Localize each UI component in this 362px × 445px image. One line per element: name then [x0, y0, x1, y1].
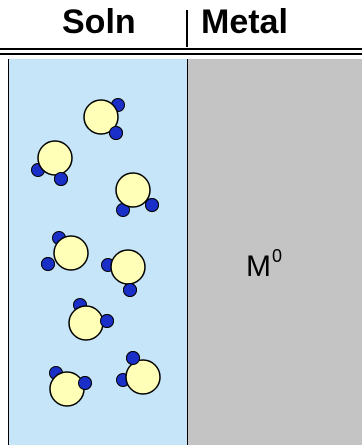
molecule-body — [49, 371, 85, 407]
molecule-atom — [100, 314, 114, 328]
molecule-body — [68, 305, 104, 341]
solvent-molecule — [31, 140, 73, 186]
solvent-molecule — [41, 231, 89, 271]
header-rule-bottom — [0, 53, 362, 55]
molecule-atom — [78, 376, 92, 390]
header-rule-top — [0, 48, 362, 50]
metal-label: Metal — [201, 3, 288, 41]
solvent-molecule — [116, 351, 161, 395]
metal-symbol-charge: 0 — [272, 246, 283, 266]
molecule-atom — [123, 283, 137, 297]
header-divider — [186, 10, 188, 47]
molecule-body — [37, 140, 73, 176]
molecule-atom — [41, 257, 55, 271]
solvent-molecule — [83, 98, 125, 140]
metal-region — [188, 59, 362, 445]
molecule-body — [115, 172, 151, 208]
molecule-atom — [126, 351, 140, 365]
metal-symbol-letter: M — [246, 250, 271, 283]
metal-symbol: M0 — [246, 238, 282, 285]
molecule-atom — [109, 126, 123, 140]
solvent-molecule — [68, 298, 114, 341]
molecule-atom — [54, 172, 68, 186]
solvent-molecule — [101, 249, 146, 297]
molecule-body — [53, 235, 89, 271]
molecule-body — [83, 99, 119, 135]
solvent-molecule — [49, 366, 92, 407]
solvent-molecule — [115, 172, 159, 217]
molecule-body — [110, 249, 146, 285]
molecule-atom — [145, 198, 159, 212]
molecule-body — [125, 359, 161, 395]
header: Soln Metal — [0, 0, 362, 52]
soln-label: Soln — [62, 3, 136, 41]
